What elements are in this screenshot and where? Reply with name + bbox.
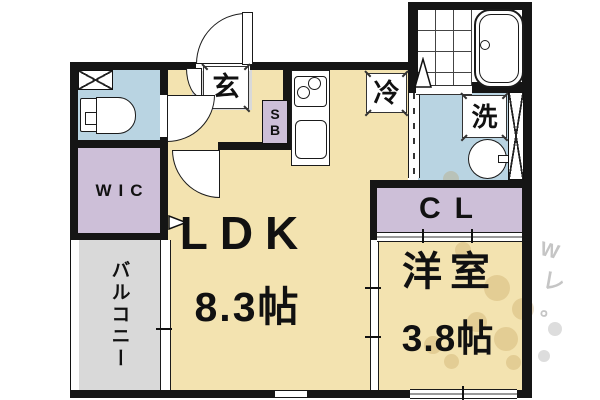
wall xyxy=(218,142,290,150)
shoe-box-label-s: S xyxy=(270,105,280,122)
wall xyxy=(370,182,377,240)
wall xyxy=(408,2,418,93)
ldk-western-sliding-door xyxy=(370,240,379,390)
wall xyxy=(70,140,168,148)
bath-sill xyxy=(416,85,472,95)
watermark-blob xyxy=(538,350,550,362)
ldk-size-label: 8.3帖 xyxy=(194,284,301,330)
watermark-blob xyxy=(548,322,562,336)
refrigerator-box: 冷 xyxy=(364,70,409,116)
watermark-blob xyxy=(455,242,471,258)
watermark-blob xyxy=(494,327,518,351)
genkan-label: 玄 xyxy=(212,72,240,102)
wall xyxy=(70,62,196,70)
room-western xyxy=(377,240,522,390)
watermark-blob xyxy=(467,312,487,332)
bath-door-marker xyxy=(414,57,432,88)
wall xyxy=(70,233,168,240)
folding-door-dashes xyxy=(413,93,415,178)
watermark-blob xyxy=(444,354,459,369)
kitchen-sink xyxy=(295,120,327,159)
wic-label: WIC xyxy=(95,181,150,200)
watermark-blob xyxy=(484,275,510,301)
ldk-bottom-vent xyxy=(275,391,307,397)
toilet-bowl xyxy=(96,97,136,134)
door-tick xyxy=(365,287,381,289)
entrance-door-swing xyxy=(196,13,246,64)
wall xyxy=(370,180,532,188)
entrance-door-leaf xyxy=(242,12,253,65)
balcony-railing xyxy=(70,240,79,390)
watermark-glyph: 。 xyxy=(540,298,560,320)
shoe-box-label-b: B xyxy=(269,122,281,138)
refrigerator-label: 冷 xyxy=(373,78,400,108)
bath-floor xyxy=(418,10,472,87)
western-room-label: 洋室 xyxy=(402,250,498,294)
window-tick xyxy=(462,386,464,400)
wall xyxy=(408,2,532,10)
wall xyxy=(250,62,418,70)
bathtub xyxy=(474,9,524,88)
washer-box: 洗 xyxy=(460,92,509,141)
western-room-size-label: 3.8帖 xyxy=(401,318,495,359)
door-tick xyxy=(422,229,424,243)
washer-label: 洗 xyxy=(471,101,498,132)
balcony-window xyxy=(160,240,171,390)
ldk-label: LDK xyxy=(179,207,311,259)
wall xyxy=(160,62,168,95)
wall xyxy=(522,2,532,398)
balcony-label: バルコニー xyxy=(108,260,130,370)
stove-burner xyxy=(297,86,310,99)
window-tick xyxy=(156,328,172,330)
watermark-glyph: W xyxy=(537,238,562,264)
wall xyxy=(70,62,78,240)
toilet-window xyxy=(78,70,113,90)
wic-opening-marker xyxy=(168,215,188,230)
stove-burner xyxy=(308,77,321,90)
wall xyxy=(160,137,168,240)
pipe-space xyxy=(508,92,524,180)
closet-sliding-doors xyxy=(377,232,522,242)
room-wic: WIC xyxy=(78,148,160,233)
room-closet xyxy=(377,188,522,232)
washroom-folding-door xyxy=(408,93,420,178)
room-balcony: バルコニー xyxy=(78,240,160,390)
shoe-box: S B xyxy=(262,100,288,144)
watermark-blob xyxy=(424,336,442,354)
bathtub-drain xyxy=(480,40,490,50)
watermark-blob xyxy=(506,355,521,370)
door-tick xyxy=(365,336,381,338)
closet-label: CL xyxy=(419,192,487,225)
door-tick xyxy=(471,229,473,243)
